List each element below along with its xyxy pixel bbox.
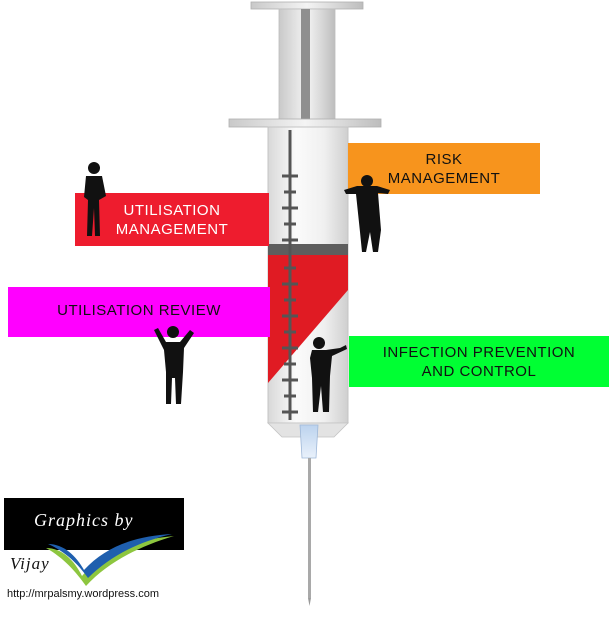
barrel-flange [228,118,382,128]
utilisation-management-label: UTILISATION MANAGEMENT [75,193,269,246]
checkmark-logo-icon [46,534,174,586]
infection-prevention-band [349,336,609,387]
infection-prevention-label: INFECTION PREVENTION AND CONTROL [349,336,609,387]
plunger [250,1,364,121]
syringe-icon [267,126,349,438]
risk-management-text: RISK MANAGEMENT [387,150,501,187]
credit-box: Graphics by Vijay http://mrpalsmy.wordpr… [4,498,184,606]
utilisation-management-band [75,193,269,246]
person-silhouette-icon [84,162,106,236]
credit-url[interactable]: http://mrpalsmy.wordpress.com [7,588,160,600]
utilisation-review-text: UTILISATION REVIEW [57,302,221,319]
person-silhouette-icon [310,337,347,412]
credit-title: Graphics by [34,510,134,530]
utilisation-management-text: UTILISATION MANAGEMENT [115,201,229,238]
infection-prevention-text: INFECTION PREVENTION AND CONTROL [382,343,576,380]
credit-name: Vijay [10,554,50,573]
utilisation-review-band [8,287,270,337]
utilisation-review-label: UTILISATION REVIEW [8,287,270,337]
person-silhouette-icon [344,175,390,252]
risk-management-label: RISK MANAGEMENT [348,143,540,194]
risk-management-band [348,143,540,194]
needle [299,424,319,606]
person-silhouette-icon [154,326,194,404]
